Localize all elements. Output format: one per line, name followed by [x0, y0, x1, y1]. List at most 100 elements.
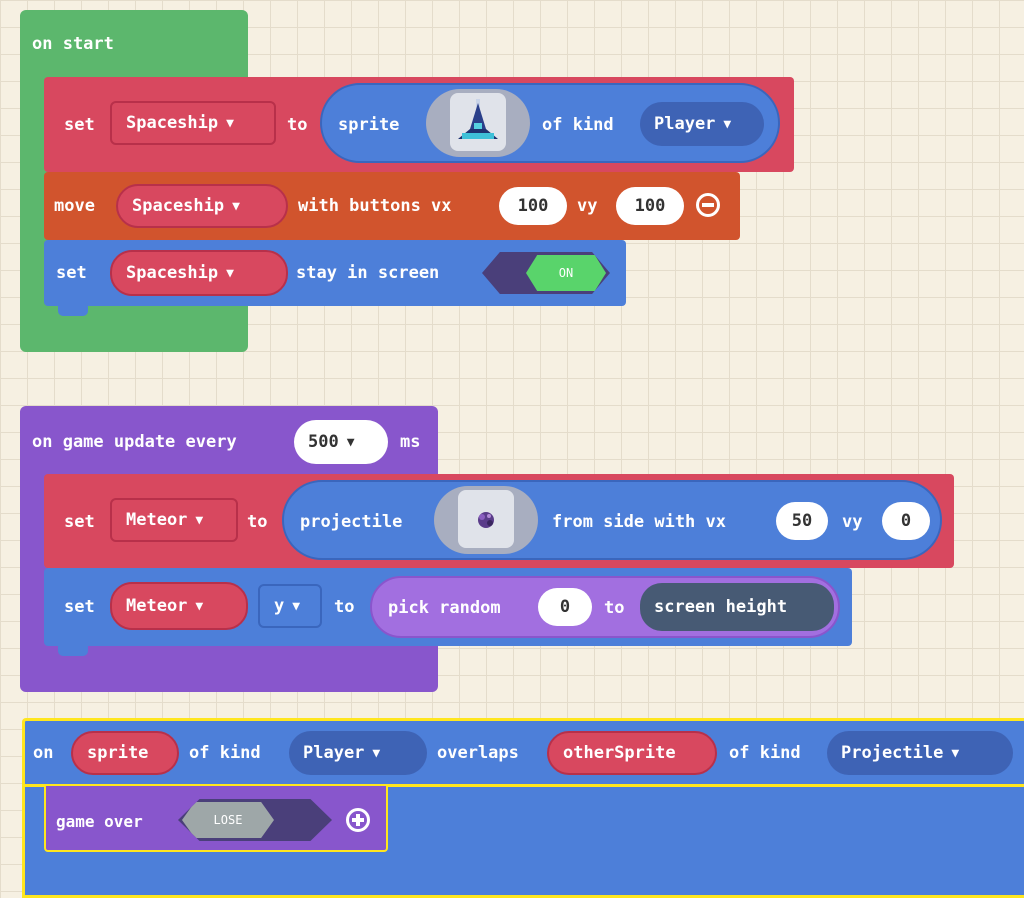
to-label: to — [604, 598, 625, 618]
kind-dropdown-player[interactable]: Player ▼ — [640, 102, 764, 146]
projectile-label: projectile — [300, 512, 403, 532]
vy-value: 100 — [634, 196, 666, 216]
game-over-label: game over — [56, 812, 143, 831]
stay-in-screen-label: stay in screen — [296, 263, 440, 283]
ms-label: ms — [400, 432, 421, 452]
set-label: set — [64, 512, 95, 532]
vy-input[interactable]: 100 — [616, 187, 684, 225]
vx-input[interactable]: 50 — [776, 502, 828, 540]
vy-label: vy — [842, 512, 863, 532]
variable-name: Spaceship — [126, 113, 219, 133]
sprite-variable[interactable]: sprite — [71, 731, 179, 775]
projectile-thumbnail — [458, 490, 514, 548]
variable-dropdown-meteor[interactable]: Meteor ▼ — [110, 498, 238, 542]
screen-height-block[interactable]: screen height — [640, 583, 834, 631]
pick-random-label: pick random — [388, 598, 501, 618]
plus-icon-vertical — [356, 814, 360, 826]
min-value: 0 — [559, 597, 571, 617]
stay-in-screen-block[interactable]: set Spaceship ▼ stay in screen ON — [44, 240, 626, 316]
game-over-block[interactable]: game over LOSE — [44, 786, 388, 852]
from-side-label: from side with vx — [552, 512, 726, 532]
of-kind-label: of kind — [189, 743, 261, 763]
variable-dropdown-spaceship[interactable]: Spaceship ▼ — [110, 101, 276, 145]
set-y-block[interactable]: set Meteor▼ y▼ to pick random 0 to scree… — [44, 568, 852, 656]
dropdown-caret-icon: ▼ — [226, 115, 234, 131]
on-game-update-label: on game update every — [32, 432, 237, 452]
block-notch — [58, 646, 88, 656]
to-label: to — [247, 512, 268, 532]
variable-name: Meteor — [126, 596, 188, 616]
toggle-switch[interactable]: ON — [482, 252, 610, 294]
to-label: to — [287, 115, 308, 135]
on-label: on — [33, 743, 54, 763]
variable-name: otherSprite — [563, 743, 676, 763]
of-kind-label: of kind — [542, 115, 614, 135]
set-label: set — [64, 597, 95, 617]
result-toggle[interactable]: LOSE — [178, 799, 332, 841]
variable-dropdown-spaceship[interactable]: Spaceship ▼ — [116, 184, 288, 228]
toggle-knob-on: ON — [526, 255, 606, 291]
set-label: set — [56, 263, 87, 283]
toggle-state: ON — [558, 266, 574, 280]
variable-dropdown-spaceship[interactable]: Spaceship ▼ — [110, 250, 288, 296]
spaceship-icon — [458, 99, 498, 139]
minus-icon — [702, 203, 714, 207]
set-label: set — [64, 115, 95, 135]
vy-value: 0 — [900, 511, 912, 531]
dropdown-caret-icon: ▼ — [195, 598, 204, 614]
dropdown-caret-icon: ▼ — [346, 434, 355, 450]
of-kind-label: of kind — [729, 743, 801, 763]
other-sprite-variable[interactable]: otherSprite — [547, 731, 717, 775]
dropdown-caret-icon: ▼ — [372, 745, 381, 761]
to-label: to — [334, 597, 355, 617]
kind-dropdown-player[interactable]: Player ▼ — [289, 731, 427, 775]
dropdown-caret-icon: ▼ — [951, 745, 960, 761]
set-sprite-block[interactable]: set Spaceship ▼ to sprite of kind Player ▼ — [44, 77, 794, 182]
projectile-block[interactable]: projectile from side with vx 50 vy 0 — [282, 480, 942, 560]
add-parameter-button[interactable] — [346, 808, 370, 832]
move-with-buttons-block[interactable]: move Spaceship ▼ with buttons vx 100 vy 1… — [44, 172, 740, 240]
interval-dropdown[interactable]: 500 ▼ — [294, 420, 388, 464]
vy-label: vy — [577, 196, 598, 216]
with-buttons-vx-label: with buttons vx — [298, 196, 452, 216]
random-min-input[interactable]: 0 — [538, 588, 592, 626]
dropdown-caret-icon: ▼ — [226, 265, 234, 281]
create-sprite-block[interactable]: sprite of kind Player ▼ — [320, 83, 780, 163]
variable-dropdown-meteor[interactable]: Meteor ▼ — [110, 582, 248, 630]
block-notch — [58, 306, 88, 316]
property-dropdown[interactable]: y▼ — [258, 584, 322, 628]
kind-name: Player — [303, 743, 365, 763]
toggle-knob-lose: LOSE — [182, 802, 274, 838]
on-start-label: on start — [32, 34, 114, 54]
sprite-thumbnail — [450, 93, 506, 151]
screen-height-label: screen height — [654, 597, 788, 617]
variable-name: Meteor — [126, 510, 188, 530]
overlaps-label: overlaps — [437, 743, 519, 763]
sprite-image-field[interactable] — [426, 89, 530, 157]
pick-random-block[interactable]: pick random 0 to screen height — [370, 576, 840, 638]
toggle-state: LOSE — [213, 813, 243, 827]
kind-name: Player — [654, 114, 716, 134]
meteor-icon — [478, 512, 494, 528]
variable-name: sprite — [87, 743, 149, 763]
vx-input[interactable]: 100 — [499, 187, 567, 225]
variable-name: Spaceship — [126, 263, 219, 283]
dropdown-caret-icon: ▼ — [292, 598, 301, 614]
move-label: move — [54, 196, 95, 216]
dropdown-caret-icon: ▼ — [232, 198, 240, 214]
vx-value: 50 — [791, 511, 813, 531]
vx-value: 100 — [517, 196, 549, 216]
dropdown-caret-icon: ▼ — [195, 512, 204, 528]
kind-name: Projectile — [841, 743, 944, 763]
projectile-image-field[interactable] — [434, 486, 538, 554]
dropdown-caret-icon: ▼ — [723, 116, 732, 132]
interval-value: 500 — [308, 432, 339, 452]
set-projectile-block[interactable]: set Meteor ▼ to projectile from side with… — [44, 474, 954, 578]
sprite-label: sprite — [338, 115, 400, 135]
remove-parameter-button[interactable] — [696, 193, 720, 217]
vy-input[interactable]: 0 — [882, 502, 930, 540]
kind-dropdown-projectile[interactable]: Projectile ▼ — [827, 731, 1013, 775]
variable-name: Spaceship — [132, 196, 225, 216]
overlap-highlight-strip — [24, 784, 1024, 787]
property-name: y — [274, 596, 285, 616]
